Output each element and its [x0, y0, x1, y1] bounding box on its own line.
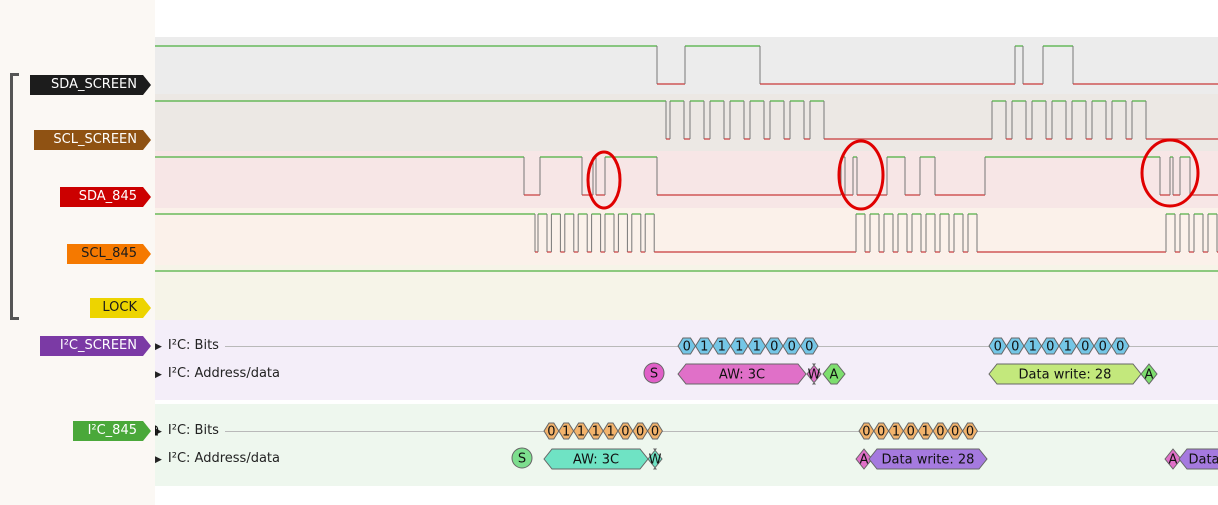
bit-cell-text: 0: [951, 425, 959, 440]
address-annotation-text: AW: 3C: [573, 453, 619, 468]
data-annotation-shape: [1178, 448, 1218, 470]
decoder-row-label[interactable]: ▶I²C: Bits: [155, 423, 223, 438]
ack-annotation-text: A: [1145, 368, 1154, 383]
decoder-name: I²C_845: [87, 423, 137, 438]
bit-cell-text: 1: [155, 425, 159, 440]
bit-cell-text: 0: [155, 425, 159, 440]
expand-triangle-icon: ▶: [155, 342, 162, 352]
bit-cell-text: 0: [877, 425, 885, 440]
bit-cell-text: 0: [1011, 340, 1019, 355]
bit-cell-text: 0: [862, 425, 870, 440]
lane-i2c-845: [155, 404, 1218, 486]
bit-cell-text: 0: [636, 425, 644, 440]
data-annotation-text: Data write: 28: [882, 453, 975, 468]
trace-view[interactable]: ▶I²C: Bits ▶I²C: Address/data ▶I²C: Bits…: [155, 0, 1218, 505]
decoder-label-i2c-screen[interactable]: I²C_SCREEN: [40, 336, 151, 356]
decoder-row-label[interactable]: ▶I²C: Bits: [155, 338, 223, 353]
data-annotation-shape: [868, 448, 988, 470]
expand-triangle-icon: ▶: [155, 427, 162, 437]
expand-triangle-icon: ▶: [155, 370, 162, 380]
channel-name: SCL_SCREEN: [53, 132, 137, 147]
bit-cell-text: 0: [683, 340, 691, 355]
ack-annotation-shape: [822, 363, 846, 385]
bit-cell-text: 0: [907, 425, 915, 440]
rw-annotation-text: W: [649, 453, 662, 468]
lane-i2c-screen: [155, 320, 1218, 400]
start-marker-shape: [643, 362, 665, 384]
bit-cell-text: 0: [1099, 340, 1107, 355]
bit-cell-text: 1: [753, 340, 761, 355]
bit-cell-shape: [799, 337, 819, 355]
channel-label-sda-screen[interactable]: SDA_SCREEN: [30, 75, 151, 95]
bit-cell-shape: [962, 422, 978, 440]
decoder-row-line: [225, 431, 1218, 432]
channel-label-scl-845[interactable]: SCL_845: [67, 244, 151, 264]
bit-cell-text: 0: [936, 425, 944, 440]
bit-cell-text: 0: [770, 340, 778, 355]
start-marker-shape: [511, 447, 533, 469]
annotation-circle: [1140, 138, 1200, 208]
lane-scl-screen: [155, 94, 1218, 151]
bit-cell-text: 1: [892, 425, 900, 440]
ack-annotation-text: A: [1169, 453, 1178, 468]
address-annotation-shape: [677, 363, 807, 385]
rw-annotation-text: W: [808, 368, 821, 383]
rw-annotation-shape: [806, 363, 822, 385]
bit-cell-text: 0: [1046, 340, 1054, 355]
bit-cell-text: 0: [1116, 340, 1124, 355]
channel-label-scl-screen[interactable]: SCL_SCREEN: [34, 130, 151, 150]
bit-cell-text: 0: [1081, 340, 1089, 355]
data-annotation-text: Data write: 28: [1019, 368, 1112, 383]
lane-lock: [155, 265, 1218, 320]
bit-cell-text: 0: [805, 340, 813, 355]
bit-cell-text: 1: [921, 425, 929, 440]
bit-cell-text: 1: [1029, 340, 1037, 355]
channel-label-lock[interactable]: LOCK: [90, 298, 151, 318]
bit-cell-text: 1: [155, 425, 159, 440]
bit-cell-shape: [647, 422, 663, 440]
bit-cell-text: 1: [718, 340, 726, 355]
lane-sda-845: [155, 151, 1218, 208]
bit-cell-text: 0: [994, 340, 1002, 355]
start-marker-text: S: [650, 367, 658, 382]
ack-annotation-shape: [1140, 363, 1158, 385]
ack-annotation-text: A: [830, 368, 839, 383]
bit-cell-text: 1: [700, 340, 708, 355]
bit-cell-shape: [1110, 337, 1130, 355]
channel-label-sda-845[interactable]: SDA_845: [60, 187, 151, 207]
data-annotation-text: Data: [1188, 453, 1218, 468]
expand-triangle-icon: ▶: [155, 455, 162, 465]
annotation-circle: [586, 150, 622, 210]
decoder-row-label[interactable]: ▶I²C: Address/data: [155, 451, 280, 466]
decoder-name: I²C_SCREEN: [59, 338, 137, 353]
bit-cell-text: 0: [651, 425, 659, 440]
channel-name: LOCK: [102, 300, 137, 315]
channel-group-bracket: [10, 73, 19, 320]
bit-cell-text: 1: [606, 425, 614, 440]
start-marker-text: S: [518, 452, 526, 467]
channel-name: SCL_845: [81, 246, 137, 261]
rw-annotation-shape: [647, 448, 663, 470]
annotation-circle: [837, 139, 885, 211]
decoder-label-i2c-845[interactable]: I²C_845: [73, 421, 151, 441]
address-annotation-text: AW: 3C: [719, 368, 765, 383]
lane-scl-845: [155, 208, 1218, 265]
ack-annotation-text: A: [860, 453, 869, 468]
waveform-canvas: 01111000001010000111100000101000011SAW: …: [155, 45, 1218, 470]
bit-cell-text: 1: [562, 425, 570, 440]
decoder-row-label[interactable]: ▶I²C: Address/data: [155, 366, 280, 381]
bit-cell-text: 1: [577, 425, 585, 440]
bit-cell-text: 1: [1064, 340, 1072, 355]
bit-cell-text: 1: [735, 340, 743, 355]
bit-cell-text: 0: [966, 425, 974, 440]
channel-name: SDA_845: [78, 189, 137, 204]
channel-name: SDA_SCREEN: [51, 77, 137, 92]
bit-cell-text: 0: [621, 425, 629, 440]
bit-cell-text: 1: [592, 425, 600, 440]
bit-cell-text: 0: [788, 340, 796, 355]
bit-cell-text: 0: [547, 425, 555, 440]
